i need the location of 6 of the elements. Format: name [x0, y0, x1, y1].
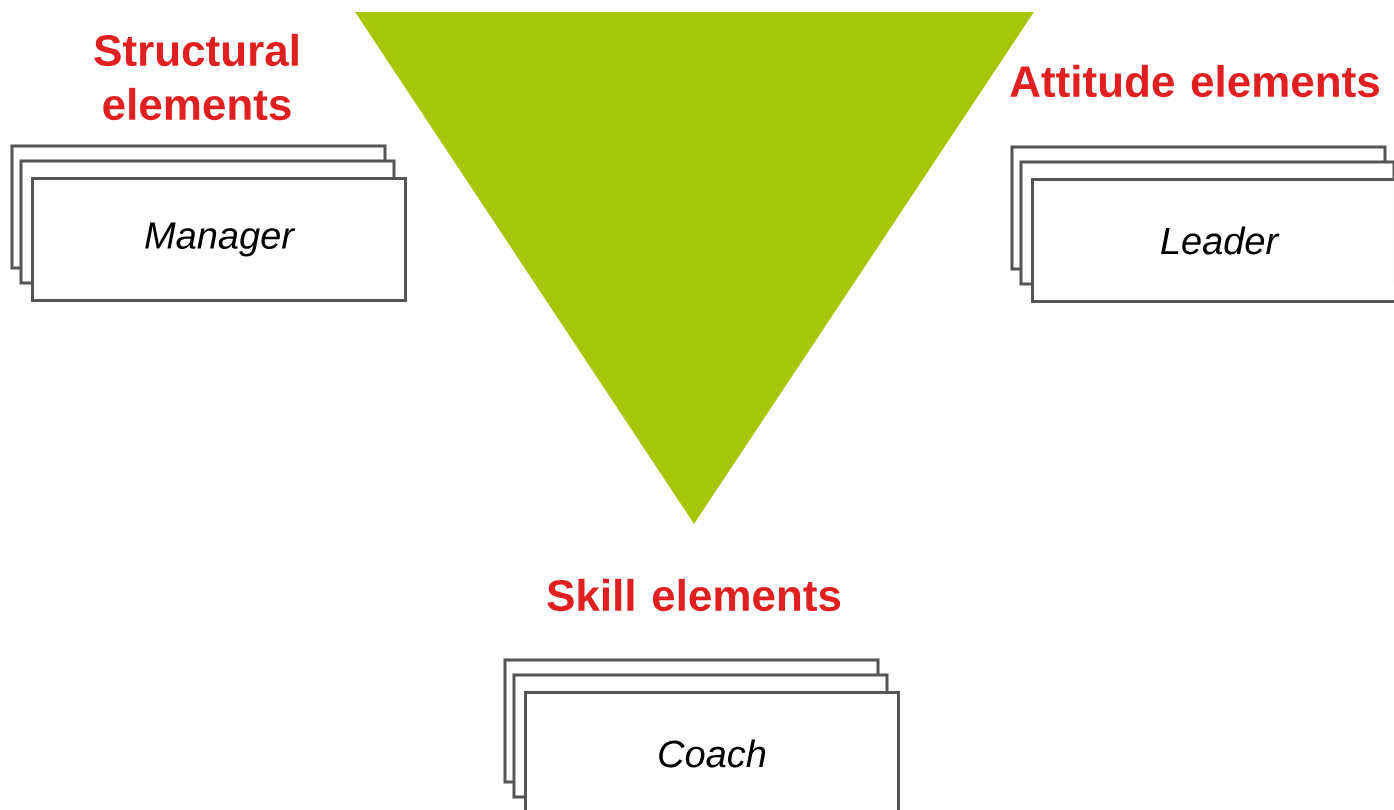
stacked-card: Manager	[10, 144, 407, 302]
stacked-card: Leader	[1010, 145, 1394, 303]
card-heading: Skill elements	[547, 578, 841, 612]
stacked-card: Coach	[503, 658, 900, 810]
card-heading: Structural elements	[94, 33, 298, 121]
card-heading: Attitude elements	[1010, 64, 1379, 98]
